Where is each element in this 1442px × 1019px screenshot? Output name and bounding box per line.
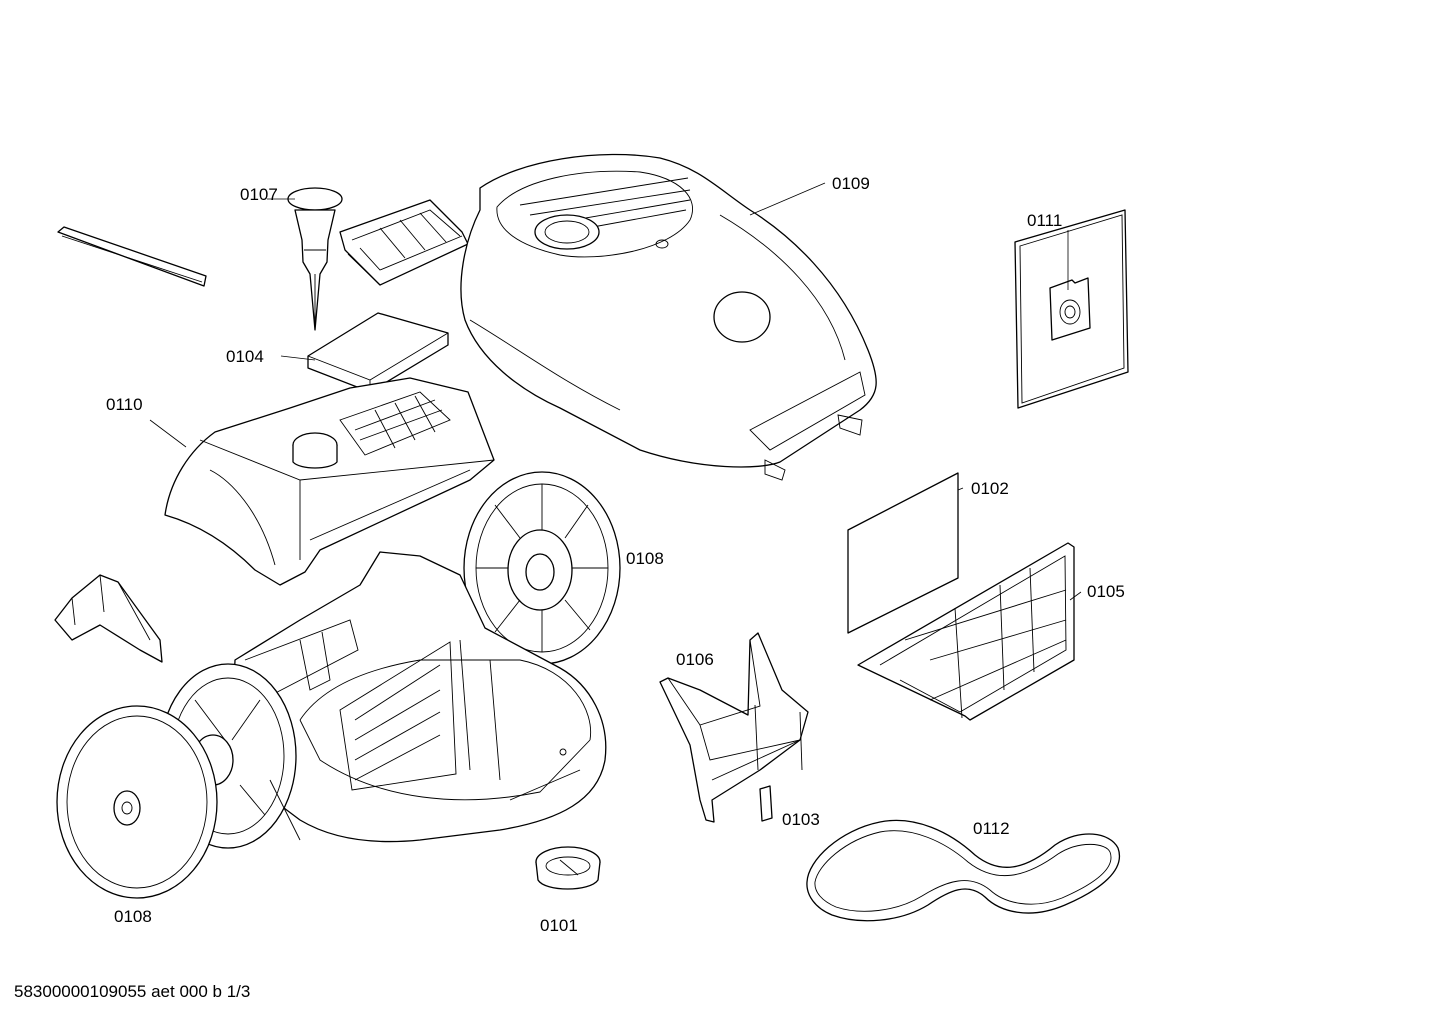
part-0103-plate — [759, 785, 773, 822]
part-0105-grille — [857, 542, 1075, 721]
part-0111-dust-bag — [1014, 209, 1129, 409]
part-0109-top-cover — [460, 153, 877, 481]
part-0101-cap — [535, 846, 601, 890]
label-0103: 0103 — [782, 810, 820, 829]
document-id-footer: 58300000109055 aet 000 b 1/3 — [14, 982, 251, 1001]
filter-cassette — [339, 199, 469, 286]
label-0109: 0109 — [832, 174, 870, 193]
label-0110: 0110 — [106, 395, 143, 414]
part-0107-pin — [287, 187, 343, 331]
part-0110-upper-housing — [164, 377, 495, 586]
part-0106-holder — [659, 632, 809, 823]
label-0112: 0112 — [973, 819, 1010, 838]
label-0106: 0106 — [676, 650, 714, 669]
label-0105: 0105 — [1087, 582, 1125, 601]
main-body-housing — [233, 551, 607, 843]
label-0104: 0104 — [226, 347, 264, 366]
part-0112-belt — [806, 819, 1121, 922]
gasket-strip — [57, 226, 207, 287]
part-0104-filter-pad — [307, 312, 449, 393]
label-0107: 0107 — [240, 185, 278, 204]
leader-lines — [149, 182, 1082, 601]
bracket — [54, 574, 163, 663]
part-0108-wheel-upper — [463, 471, 621, 665]
label-0111: 0111 — [1027, 211, 1063, 230]
label-0101: 0101 — [540, 916, 578, 935]
part-0108-wheel-lower — [56, 705, 218, 899]
label-0108-lower: 0108 — [114, 907, 152, 926]
label-0108-upper: 0108 — [626, 549, 664, 568]
part-0102-sheet — [847, 472, 959, 634]
label-0102: 0102 — [971, 479, 1009, 498]
